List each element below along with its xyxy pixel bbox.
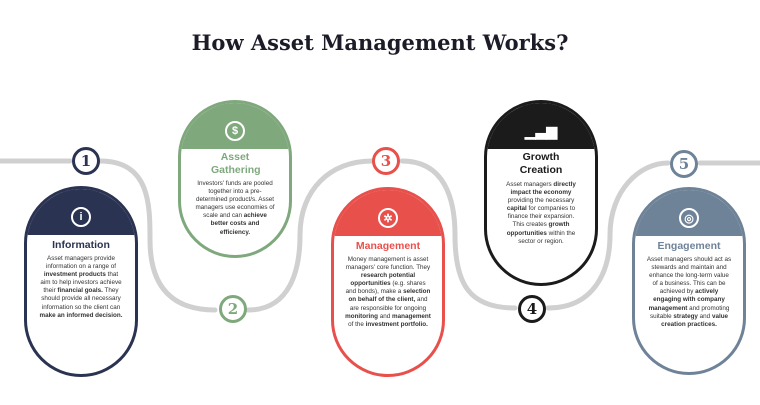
step-card-management: ✲ Management Money management is asset m… xyxy=(331,187,445,377)
bold-text-segment: investment portfolio. xyxy=(365,320,428,328)
card-description: Money management is asset managers' core… xyxy=(345,256,431,329)
text-segment: of the xyxy=(348,320,366,328)
text-segment: (e.g. shares and bonds), make a xyxy=(345,280,426,296)
bold-text-segment: financial goals. xyxy=(57,287,103,295)
info-icon: i xyxy=(71,207,91,227)
text-segment: Asset managers xyxy=(506,181,554,188)
text-segment: Investors' funds are pooled together int… xyxy=(195,180,275,220)
card-description: Investors' funds are pooled together int… xyxy=(195,180,275,237)
gear-person-icon: ✲ xyxy=(378,208,398,228)
card-description: Asset managers directly impact the econo… xyxy=(501,181,581,246)
text-segment: Asset managers should act as stewards an… xyxy=(646,256,732,296)
step-number-1: 1 xyxy=(72,147,100,175)
bold-text-segment: value creation practices. xyxy=(661,312,729,328)
page-title: How Asset Management Works? xyxy=(191,30,569,55)
text-segment: providing the necessary xyxy=(507,197,575,205)
text-segment: within the sector or region. xyxy=(518,229,576,245)
bold-text-segment: capital xyxy=(506,205,527,213)
card-title: Management xyxy=(355,240,421,252)
bold-text-segment: monitoring xyxy=(345,312,379,320)
card-title: Asset Gathering xyxy=(211,151,261,176)
text-segment: and are responsible for ongoing xyxy=(349,296,428,312)
bold-text-segment: investment products xyxy=(43,271,106,279)
growth-chart-icon: ▁▃▆ xyxy=(524,122,558,139)
bold-text-segment: achieve better costs and efficiency. xyxy=(210,212,267,236)
bold-text-segment: management xyxy=(392,312,431,320)
card-description: Asset managers should act as stewards an… xyxy=(646,256,732,329)
card-title: Information xyxy=(52,239,110,251)
bold-text-segment: growth opportunities xyxy=(506,221,570,237)
money-bag-icon: $ xyxy=(225,121,245,141)
step-number-3: 3 xyxy=(372,147,400,175)
text-segment: They should provide all necessary inform… xyxy=(41,287,121,311)
bold-text-segment: selection on behalf of the client, xyxy=(348,288,431,304)
step-number-4: 4 xyxy=(518,295,546,323)
card-header xyxy=(487,103,595,149)
step-card-information: i Information Asset managers provide inf… xyxy=(24,186,138,377)
step-number-5: 5 xyxy=(670,150,698,178)
text-segment: Money management is asset managers' core… xyxy=(345,256,431,272)
text-segment: and xyxy=(697,312,712,320)
target-icon: ◎ xyxy=(679,208,699,228)
step-number-2: 2 xyxy=(219,295,247,323)
card-description: Asset managers provide information on a … xyxy=(38,255,124,320)
bold-text-segment: strategy xyxy=(673,312,698,320)
card-title: Engagement xyxy=(657,240,721,252)
text-segment: and xyxy=(378,312,393,320)
step-card-asset-gathering: $ Asset Gathering Investors' funds are p… xyxy=(178,100,292,258)
bold-text-segment: research potential opportunities xyxy=(350,272,416,288)
text-segment: for companies to finance their expansion… xyxy=(507,205,576,229)
text-segment: and promoting suitable xyxy=(649,304,730,320)
card-title: Growth Creation xyxy=(519,151,563,176)
step-card-engagement: ◎ Engagement Asset managers should act a… xyxy=(632,187,746,375)
bold-text-segment: actively engaging with company managemen… xyxy=(648,288,725,312)
bold-text-segment: make an informed decision. xyxy=(39,311,123,319)
bold-text-segment: directly impact the economy xyxy=(510,181,576,197)
step-card-growth-creation: ▁▃▆ Growth Creation Asset managers direc… xyxy=(484,100,598,286)
text-segment: that aim to help investors achieve their xyxy=(40,271,122,295)
text-segment: Asset managers provide information on a … xyxy=(45,255,116,271)
